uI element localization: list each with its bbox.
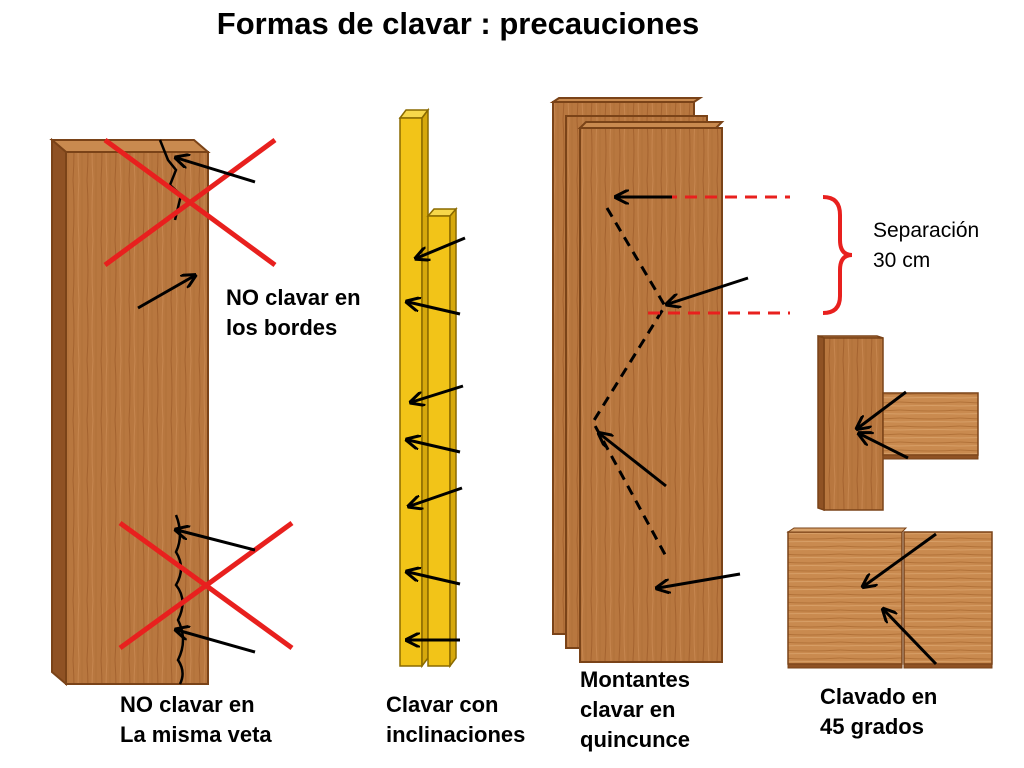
label-line: La misma veta [120, 722, 272, 747]
label-quincunce: Montantes clavar en quincunce [580, 665, 690, 755]
arrows-yellow [408, 236, 466, 640]
arrow [408, 440, 461, 454]
label-line: Clavar con [386, 692, 499, 717]
arrow [408, 572, 461, 586]
label-line: Clavado en [820, 684, 938, 709]
crack-top [158, 139, 183, 221]
red-cross-top [103, 137, 277, 268]
label-line: Montantes [580, 667, 690, 692]
arrow [600, 434, 667, 488]
arrow [668, 276, 749, 304]
label-line: quincunce [580, 727, 691, 752]
arrows-butt-joint [864, 532, 938, 666]
joint-t [817, 334, 979, 512]
arrows-montantes [600, 197, 749, 588]
arrow [864, 532, 937, 586]
label-separacion: Separación 30 cm [873, 216, 979, 276]
label-line: 45 grados [820, 714, 924, 739]
arrow [177, 530, 256, 552]
arrow [408, 302, 461, 316]
label-line: 30 cm [873, 249, 931, 272]
arrow [177, 630, 256, 654]
label-line: Separación [873, 219, 980, 242]
label-line: clavar en [580, 697, 676, 722]
arrow [884, 610, 938, 666]
arrow [137, 276, 194, 310]
red-cross-bottom [118, 520, 294, 651]
joint-butt [786, 527, 993, 669]
label-clavado-45: Clavado en 45 grados [820, 682, 937, 742]
label-no-veta: NO clavar en La misma veta [120, 690, 272, 750]
arrow [860, 434, 909, 460]
arrow [412, 384, 464, 402]
label-line: NO clavar en [226, 285, 361, 310]
arrow [177, 158, 256, 184]
arrows-t-joint [858, 390, 909, 460]
arrow [658, 572, 741, 588]
label-line: inclinaciones [386, 722, 526, 747]
arrows-left-board [137, 158, 256, 654]
label-no-bordes: NO clavar en los bordes [226, 283, 361, 343]
arrow [417, 236, 466, 258]
arrow [410, 486, 463, 506]
separation-bracket [822, 195, 853, 315]
board-montantes [549, 97, 725, 663]
zigzag-dashed-line [591, 207, 670, 561]
page-title: Formas de clavar : precauciones [216, 6, 700, 41]
label-line: los bordes [226, 315, 338, 340]
label-inclinaciones: Clavar con inclinaciones [386, 690, 525, 750]
label-line: NO clavar en [120, 692, 255, 717]
arrow [858, 390, 907, 428]
